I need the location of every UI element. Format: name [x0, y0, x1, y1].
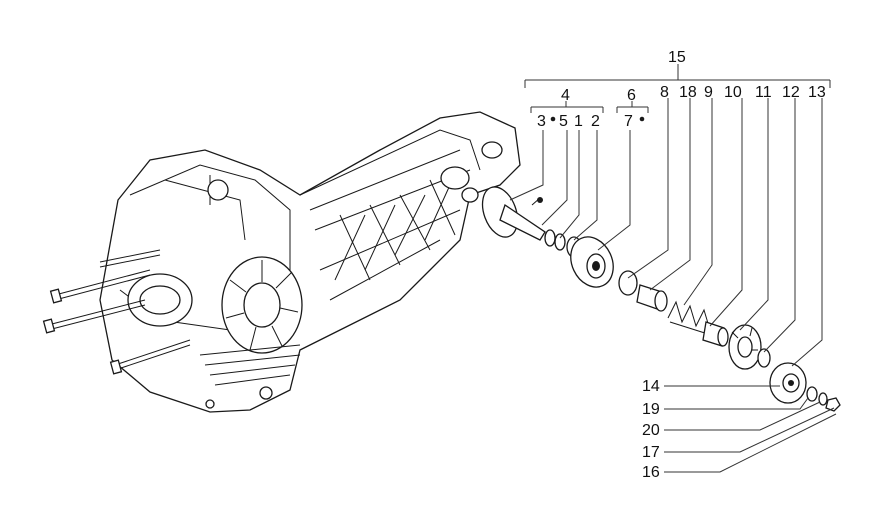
label-2: 2	[591, 113, 600, 130]
label-8: 8	[660, 84, 669, 101]
label-13: 13	[808, 84, 826, 101]
label-9: 9	[704, 84, 713, 101]
label-7: 7	[624, 113, 633, 130]
label-14: 14	[642, 378, 660, 395]
label-1: 1	[574, 113, 583, 130]
label-18: 18	[679, 84, 697, 101]
leader-lines	[509, 64, 837, 473]
label-3: 3	[537, 113, 546, 130]
label-19: 19	[642, 401, 660, 418]
crankcase	[42, 111, 521, 413]
part-labels: 15 4 6 8 18 9 10 11 12 13 3 5 1 2 7 14 1…	[537, 49, 826, 481]
label-6: 6	[627, 87, 636, 104]
label-10: 10	[724, 84, 742, 101]
label-11: 11	[755, 84, 772, 101]
label-17: 17	[642, 444, 660, 461]
label-4: 4	[561, 87, 570, 104]
label-16: 16	[642, 464, 660, 481]
label-20: 20	[642, 422, 660, 439]
label-5: 5	[559, 113, 568, 130]
label-12: 12	[782, 84, 800, 101]
label-15: 15	[668, 49, 686, 66]
drive-pulley-assembly	[481, 186, 841, 412]
